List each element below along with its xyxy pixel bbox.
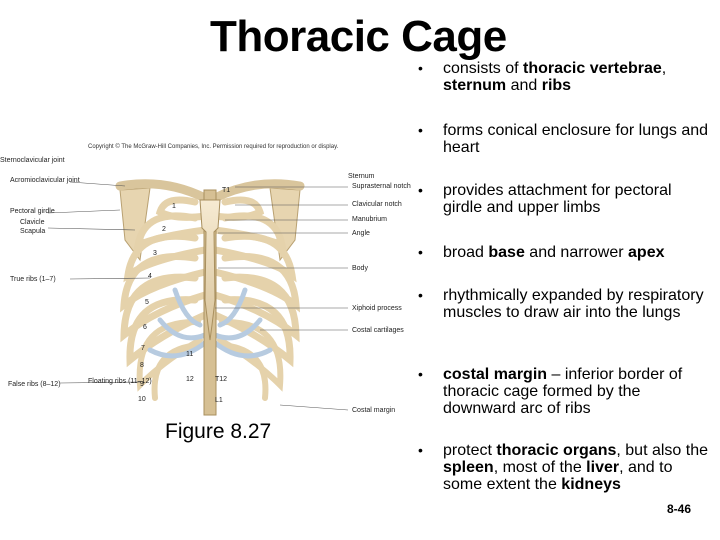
bullet-emphasis: apex [628,244,664,261]
rib-number-2: 2 [162,226,166,233]
bullet-emphasis: kidneys [561,476,621,493]
bullet-dot: • [418,366,423,383]
label-true-ribs: True ribs (1–7) [10,276,56,283]
label-angle: Angle [352,230,370,237]
label-pectoral-girdle: Pectoral girdle [10,208,55,215]
bullet-text: forms conical enclosure for lungs and he… [443,122,713,156]
bullet-emphasis: costal margin [443,366,547,383]
label-clavicular-notch: Clavicular notch [352,201,402,208]
rib-number-8: 8 [140,362,144,369]
bullet-text: costal margin – inferior border of thora… [443,366,713,417]
bullet-text: protect thoracic organs, but also the sp… [443,442,713,493]
bullet-run: protect [443,442,496,459]
rib-number-11: 11 [186,351,193,358]
bullet-run: and [506,77,542,94]
label-manubrium: Manubrium [352,216,387,223]
bullet-run: rhythmically expanded by respiratory mus… [443,287,704,321]
bullet-text: provides attachment for pectoral girdle … [443,182,713,216]
label-suprasternal-notch: Suprasternal notch [352,183,411,190]
thoracic-cage-illustration [0,150,410,420]
bullet-emphasis: ribs [542,77,571,94]
slide-number: 8-46 [667,502,691,516]
page-title: Thoracic Cage [210,12,507,62]
bullet-run: forms conical enclosure for lungs and he… [443,122,708,156]
bullet-dot: • [418,287,423,304]
label-body: Body [352,265,368,272]
figure-caption: Figure 8.27 [165,420,271,444]
bullet-run: consists of [443,60,523,77]
bullet-dot: • [418,182,423,199]
rib-number-1: 1 [172,203,176,210]
label-costal-margin: Costal margin [352,407,395,414]
bullet-dot: • [418,60,423,77]
rib-number-4: 4 [148,273,152,280]
bullet-emphasis: sternum [443,77,506,94]
label-l1: L1 [215,397,223,404]
bullet-text: consists of thoracic vertebrae, sternum … [443,60,713,94]
rib-number-7: 7 [141,345,145,352]
label-clavicle: Clavicle [20,219,45,226]
rib-number-5: 5 [145,299,149,306]
rib-number-12: 12 [186,376,194,383]
bullet-emphasis: base [488,244,524,261]
label-costal-cartilages: Costal cartilages [352,327,404,334]
bullet-run: , most of the [494,459,586,476]
bullet-emphasis: spleen [443,459,494,476]
bullet-emphasis: liver [586,459,619,476]
bullet-text: rhythmically expanded by respiratory mus… [443,287,713,321]
bullet-run: broad [443,244,488,261]
bullet-dot: • [418,244,423,261]
bullet-dot: • [418,122,423,139]
bullet-run: , [662,60,666,77]
bullet-text: broad base and narrower apex [443,244,713,261]
label-false-ribs: False ribs (8–12) [8,381,61,388]
label-t1: T1 [222,187,230,194]
label-t12: T12 [215,376,227,383]
rib-number-9: 9 [140,381,144,388]
label-xiphoid-process: Xiphoid process [352,305,402,312]
bullet-dot: • [418,442,423,459]
rib-number-10: 10 [138,396,146,403]
bullet-run: and narrower [525,244,628,261]
label-sternoclavicular-joint: Sternoclavicular joint [0,157,65,164]
bullet-run: provides attachment for pectoral girdle … [443,182,672,216]
bullet-emphasis: thoracic vertebrae [523,60,662,77]
label-scapula: Scapula [20,228,45,235]
bullet-emphasis: thoracic organs [496,442,616,459]
label-acromioclavicular-joint: Acromioclavicular joint [10,177,80,184]
rib-number-3: 3 [153,250,157,257]
bullet-run: , but also the [616,442,708,459]
label-sternum: Sternum [348,173,374,180]
rib-number-6: 6 [143,324,147,331]
